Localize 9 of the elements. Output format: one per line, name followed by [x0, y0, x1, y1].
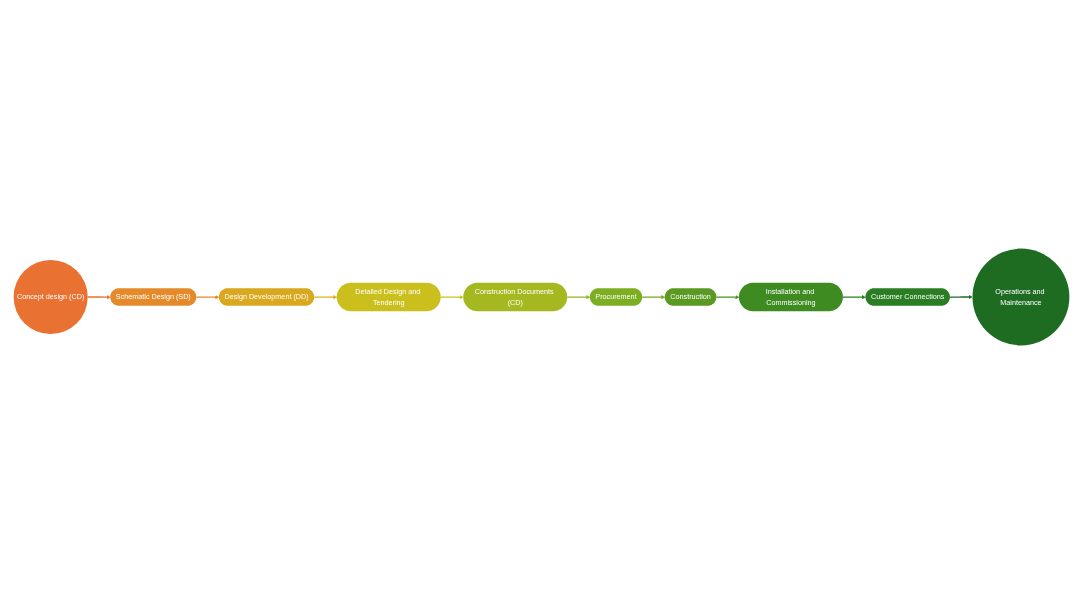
arrow — [842, 295, 866, 300]
arrow — [641, 295, 666, 300]
arrow — [313, 295, 338, 300]
arrow — [566, 295, 591, 300]
arrow — [195, 295, 220, 300]
arrow — [87, 295, 111, 300]
arrow — [715, 295, 740, 300]
arrow — [440, 295, 464, 300]
arrow — [949, 295, 973, 299]
